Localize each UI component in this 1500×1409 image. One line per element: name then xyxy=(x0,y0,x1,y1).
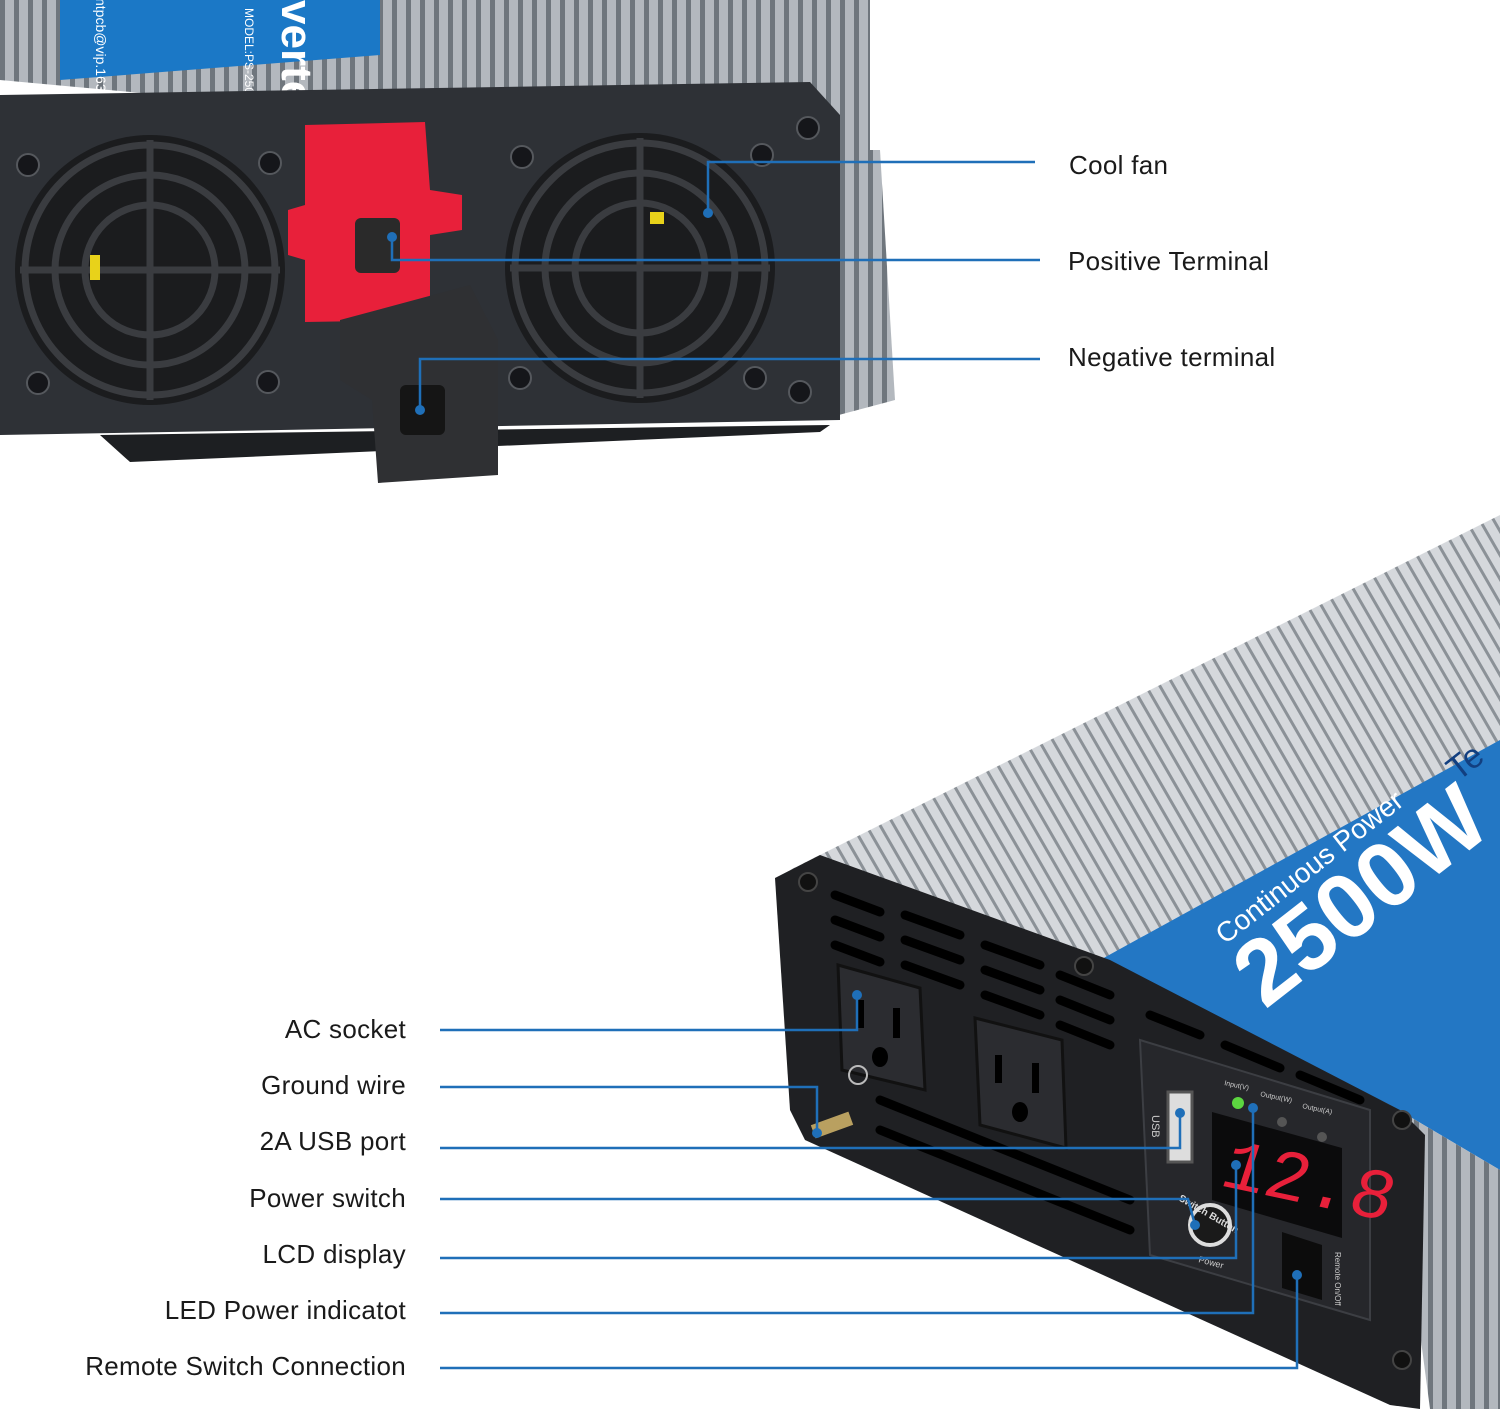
callout-line-switch xyxy=(440,1197,1197,1226)
callout-line-usb xyxy=(440,1113,1182,1150)
callout-line-ac xyxy=(440,995,859,1032)
top-inverter: verter MODEL:PS-2500 ntpcb@vip.163.com xyxy=(0,0,895,483)
callout-dots xyxy=(387,208,1302,1280)
email-text: ntpcb@vip.163.com xyxy=(93,0,109,122)
callout-line-ground xyxy=(440,1085,819,1133)
label-positive-terminal: Positive Terminal xyxy=(1068,246,1270,276)
label-led-indicator: LED Power indicatot xyxy=(164,1295,406,1325)
usb-text: USB xyxy=(1149,1115,1161,1138)
remote-port xyxy=(1282,1232,1322,1300)
label-ground-wire: Ground wire xyxy=(261,1070,406,1100)
callout-line-lcd xyxy=(440,1165,1238,1260)
callout-line-negative xyxy=(418,357,1040,410)
callout-line-cool-fan xyxy=(706,160,1035,213)
callout-line-positive xyxy=(390,237,1040,262)
label-lcd-display: LCD display xyxy=(262,1239,406,1269)
label-remote-switch: Remote Switch Connection xyxy=(85,1351,406,1381)
positive-terminal-cap xyxy=(288,122,462,322)
label-usb-port: 2A USB port xyxy=(259,1126,406,1156)
fan-left xyxy=(15,135,285,405)
lcd-display xyxy=(1212,1112,1342,1238)
label-power-switch: Power switch xyxy=(249,1183,406,1213)
callout-line-remote xyxy=(440,1275,1299,1370)
remote-text: Remote On/Off xyxy=(1333,1252,1342,1306)
bottom-inverter: Continuous Power 2500W Te USB Input(V xyxy=(775,515,1500,1409)
led-indicator xyxy=(1232,1097,1244,1109)
callout-lines xyxy=(390,160,1299,1370)
control-panel: USB Input(V) Output(W) Output(A) 12.8 Sw… xyxy=(1138,1038,1406,1322)
fan-right xyxy=(505,133,775,403)
label-negative-terminal: Negative terminal xyxy=(1068,342,1276,372)
label-cool-fan: Cool fan xyxy=(1069,150,1169,180)
bottom-screws xyxy=(798,872,1412,1370)
label-ac-socket: AC socket xyxy=(284,1014,406,1044)
vents xyxy=(830,890,1365,1235)
screws xyxy=(16,116,820,404)
callout-line-led xyxy=(440,1108,1255,1315)
model-text: MODEL:PS-2500 xyxy=(242,8,256,101)
